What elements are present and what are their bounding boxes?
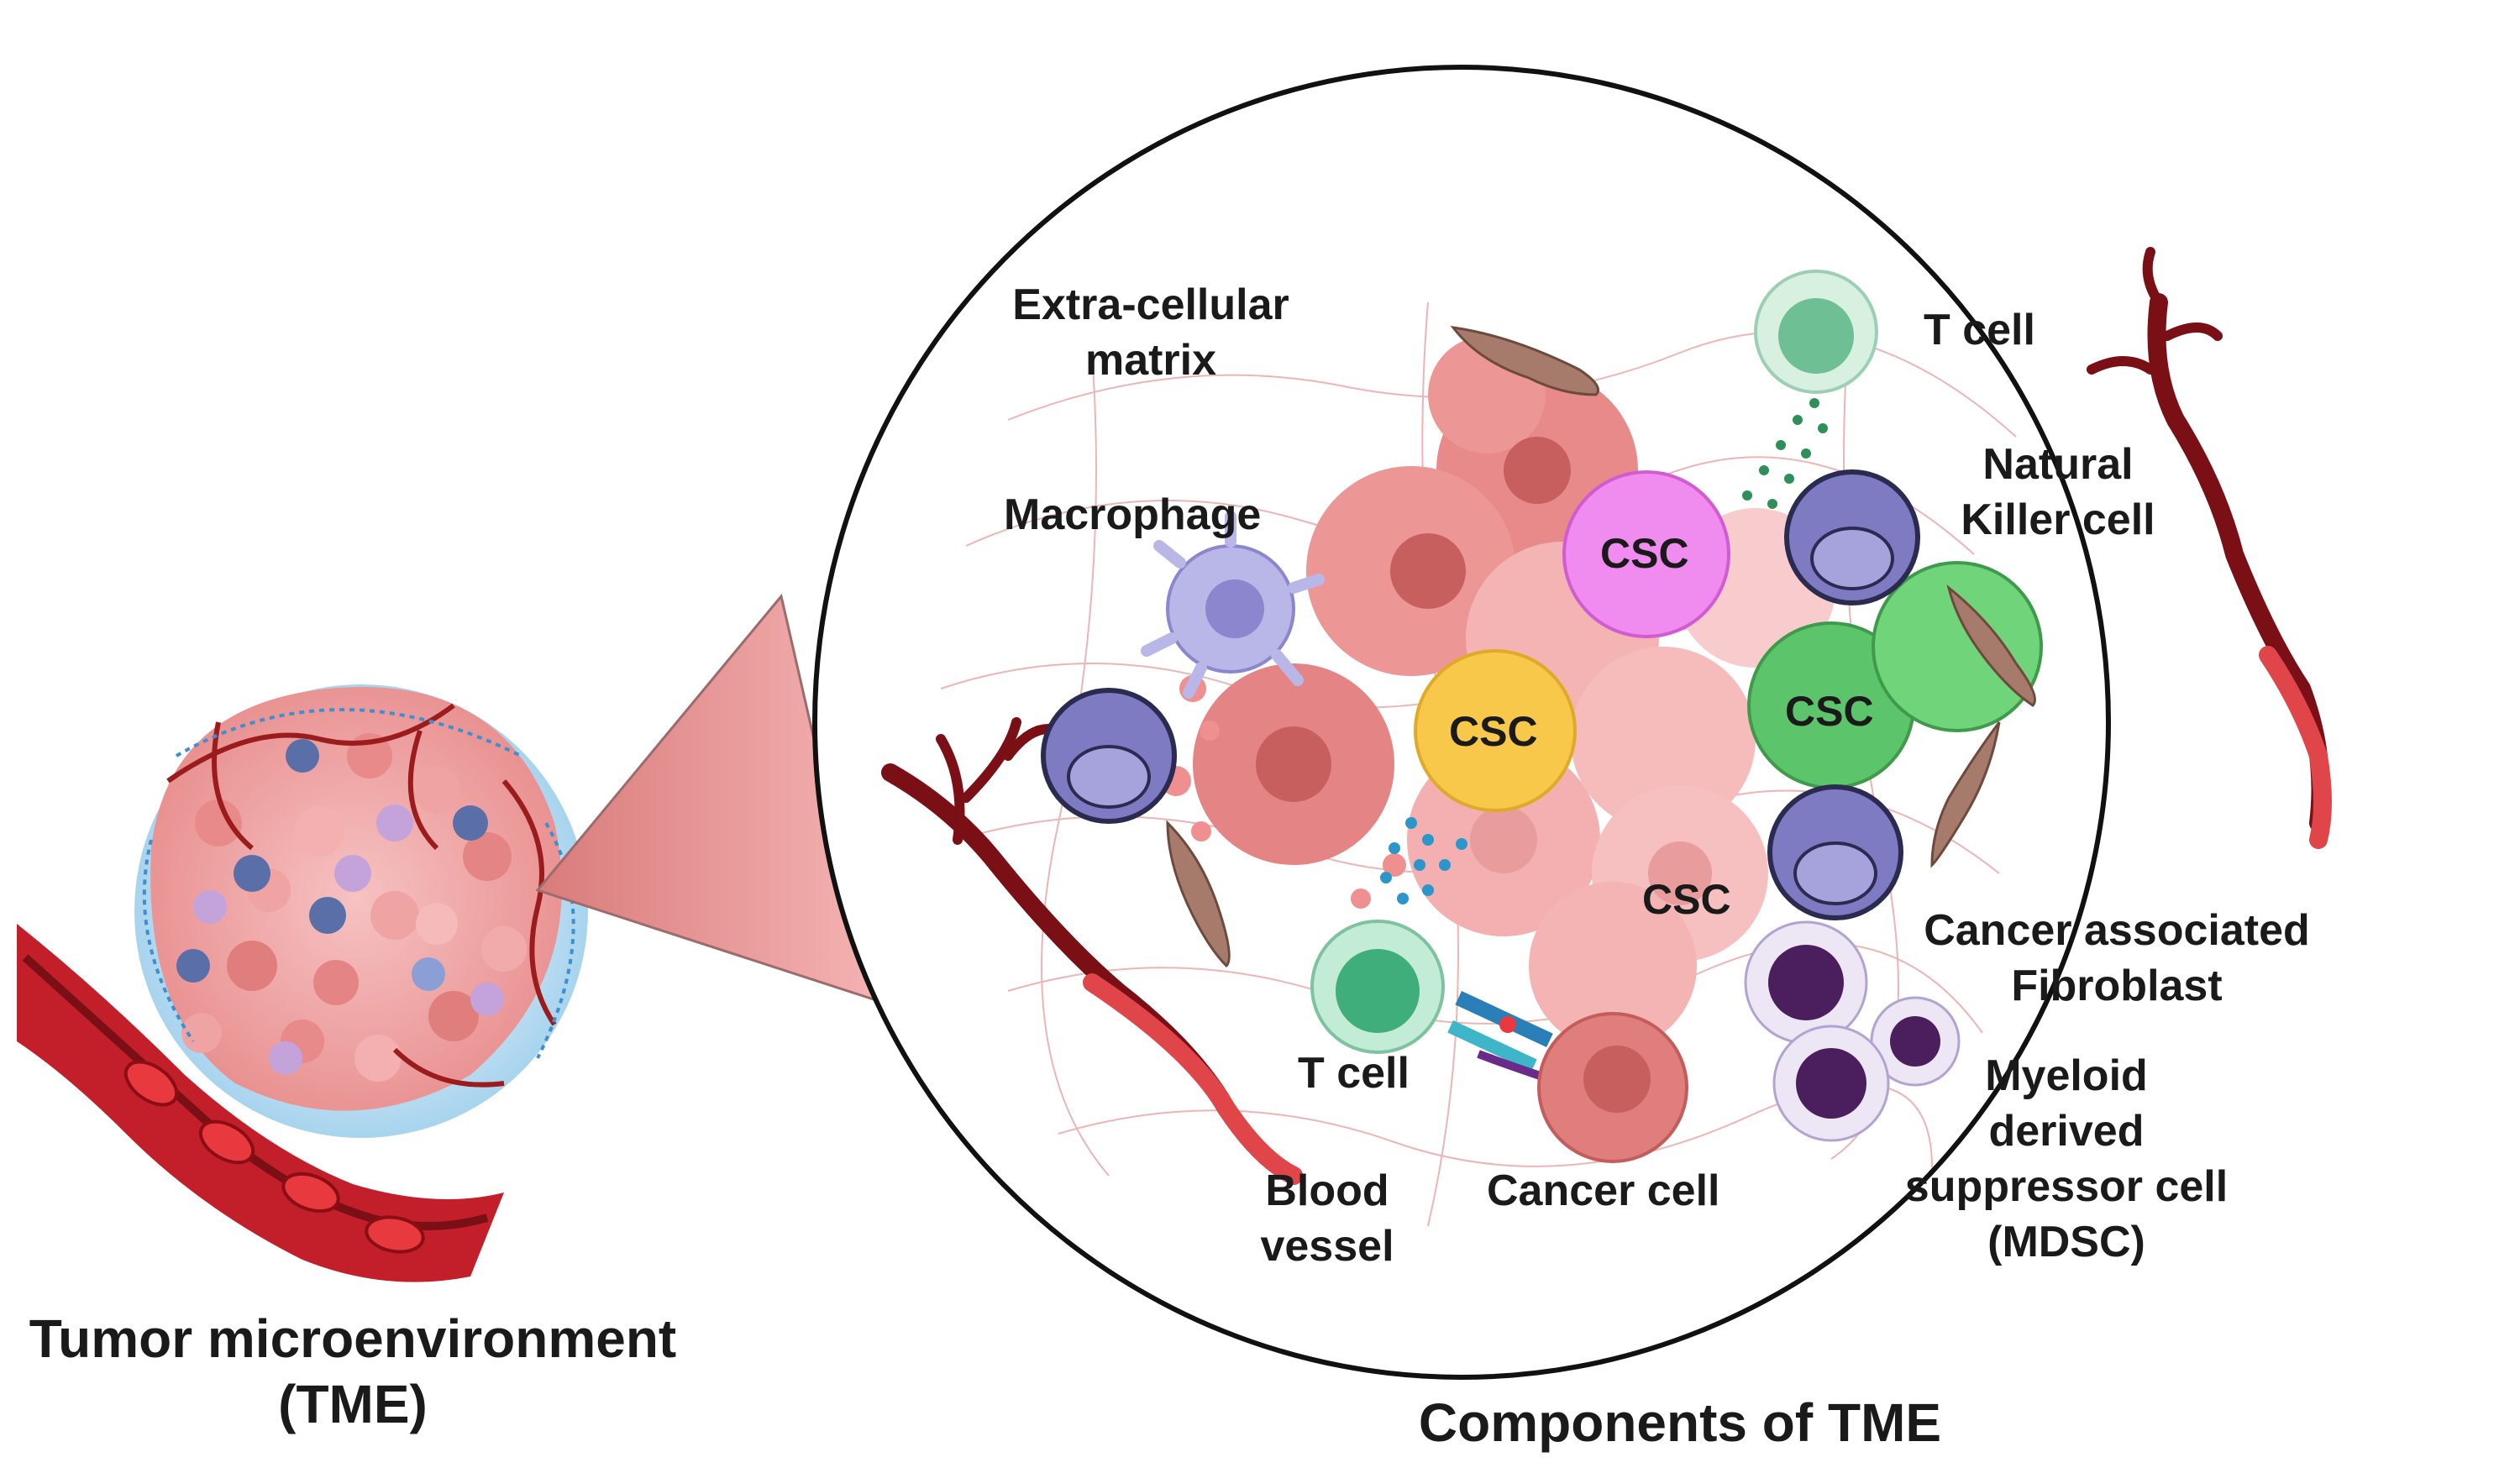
caf-label-line1: Cancer associated bbox=[1924, 906, 2310, 955]
nk-cell-label-line2: Killer cell bbox=[1961, 495, 2155, 544]
mdsc-label-line1: Myeloid bbox=[1985, 1051, 2148, 1100]
red-blood-cells bbox=[123, 1060, 425, 1254]
lymphatic-network bbox=[142, 708, 575, 1059]
csc-label-3: CSC bbox=[1785, 688, 1874, 735]
right-caption: Components of TME bbox=[1418, 1392, 1942, 1453]
cancer-cell-label: Cancer cell bbox=[1487, 1166, 1720, 1215]
csc-label-4: CSC bbox=[1642, 876, 1731, 923]
caf-label: Cancer associated Fibroblast bbox=[1882, 903, 2352, 1014]
csc-label-2: CSC bbox=[1449, 708, 1538, 755]
csc-label-1: CSC bbox=[1600, 530, 1689, 577]
blood-vessel-label-line2: vessel bbox=[1260, 1222, 1394, 1271]
tumor-cells bbox=[181, 733, 527, 1082]
nk-cell-left bbox=[1041, 688, 1177, 824]
nk-cell-label-line1: Natural bbox=[1982, 440, 2134, 489]
mdsc-label: Myeloid derived suppressor cell (MDSC) bbox=[1873, 1048, 2260, 1270]
t-cell-bottom-label: T cell bbox=[1298, 1049, 1410, 1098]
granules-blue bbox=[1380, 817, 1467, 904]
mdsc-label-line2: derived bbox=[1988, 1107, 2145, 1156]
green-cell-2 bbox=[1872, 561, 2043, 732]
ecm-label: Extra-cellular matrix bbox=[991, 277, 1310, 388]
mdsc-label-line3: suppressor cell bbox=[1904, 1162, 2229, 1211]
granules-green bbox=[1742, 398, 1828, 509]
capillaries bbox=[166, 703, 557, 1088]
nk-cell-top bbox=[1784, 469, 1920, 605]
left-caption: Tumor microenvironment (TME) bbox=[17, 1306, 689, 1437]
nk-cell-bottom bbox=[1767, 784, 1903, 920]
nk-cell-label: Natural Killer cell bbox=[1924, 437, 2192, 548]
csc-yellow-cell bbox=[1414, 649, 1577, 812]
mdsc-label-line4: (MDSC) bbox=[1987, 1218, 2145, 1266]
immune-cells-small bbox=[176, 739, 504, 1075]
macrophage-cell bbox=[1141, 511, 1325, 699]
target-cancer-nucleus bbox=[1583, 1046, 1651, 1113]
large-blood-vessel bbox=[17, 924, 504, 1282]
csc-magenta-cell bbox=[1562, 470, 1730, 638]
ecm-label-line1: Extra-cellular bbox=[1012, 280, 1289, 329]
tme-tissue-illustration bbox=[17, 684, 588, 1282]
t-cell-bottom bbox=[1310, 920, 1445, 1054]
cancer-cell-cluster bbox=[1161, 336, 1835, 1050]
macrophage-label: Macrophage bbox=[1004, 490, 1262, 539]
caf-label-line2: Fibroblast bbox=[2011, 962, 2223, 1010]
left-caption-line1: Tumor microenvironment bbox=[29, 1308, 677, 1369]
t-cell-top-label: T cell bbox=[1924, 306, 2035, 354]
mdsc-cells bbox=[1744, 920, 1961, 1142]
tme-blood-vessels bbox=[881, 247, 2332, 1185]
blood-vessel-label-line1: Blood bbox=[1265, 1166, 1389, 1215]
left-caption-line2: (TME) bbox=[278, 1374, 428, 1434]
t-cell-top bbox=[1754, 270, 1878, 394]
fibroblasts bbox=[1166, 326, 2036, 968]
ecm-label-line2: matrix bbox=[1084, 336, 1217, 385]
blood-vessel-label: Blood vessel bbox=[1235, 1163, 1420, 1274]
